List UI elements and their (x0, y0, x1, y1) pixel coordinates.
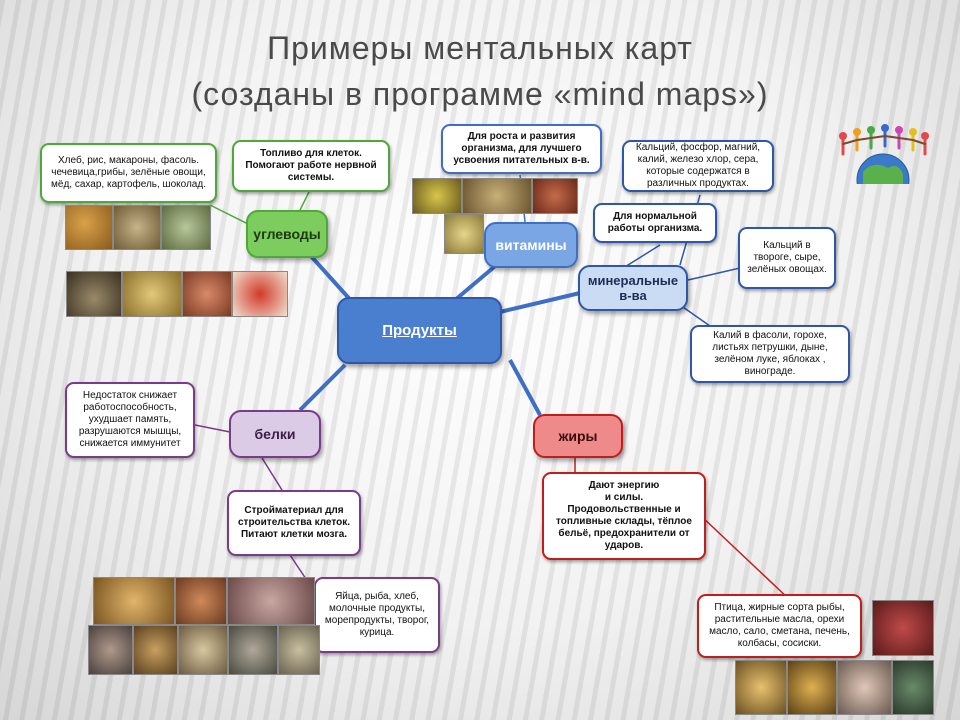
peas-photo (161, 205, 211, 250)
minerals-node[interactable]: минеральные в-ва (578, 265, 688, 311)
soup-photo (787, 660, 837, 715)
minerals-potassium-note: Калий в фасоли, горохе, листьях петрушки… (690, 325, 850, 383)
proteins-sources-note: Яйца, рыба, хлеб, молочные продукты, мор… (314, 577, 440, 653)
proteins-role-note: Стройматериал для строительства клеток. … (227, 490, 361, 556)
minerals-calcium-note: Кальций в твороге, сыре, зелёных овощах. (738, 227, 836, 289)
children-globe-logo (839, 124, 929, 184)
mushroom-photo (66, 271, 122, 317)
link-proteins-role (261, 457, 283, 491)
meat-photo (872, 600, 934, 656)
minerals-label: минеральные в-ва (587, 273, 679, 303)
plate-photo (278, 625, 320, 675)
center-node[interactable]: Продукты (337, 297, 502, 364)
fish-photo (175, 577, 227, 625)
dumpling-photo (178, 625, 228, 675)
link-fats-sources (699, 514, 791, 601)
title-line-1: Примеры ментальных карт (267, 30, 693, 66)
fats-label: жиры (558, 428, 598, 444)
onions-photo (444, 214, 484, 254)
apples-photo (532, 178, 578, 214)
minerals-list-note: Кальций, фосфор, магний, калий, железо х… (622, 140, 774, 192)
vitamins-role-note: Для роста и развития организма, для лучш… (441, 124, 602, 174)
carbs-node[interactable]: углеводы (246, 210, 328, 258)
link-proteins-deficit (194, 424, 231, 433)
fats-sources-note: Птица, жирные сорта рыбы, растительные м… (697, 594, 862, 658)
link-center-carbs (308, 253, 357, 307)
vitamins-label: витамины (495, 237, 567, 253)
link-center-fats (508, 359, 542, 416)
plate2-photo (892, 660, 934, 715)
link-center-minerals (499, 291, 581, 314)
link-minerals-calcium (687, 267, 741, 281)
link-center-proteins (298, 363, 347, 412)
title-line-2: (созданы в программе «mind maps») (191, 76, 769, 112)
carbs-role-note: Топливо для клеток. Помогают работе нерв… (232, 140, 390, 192)
beans-photo (113, 205, 161, 250)
sausages-photo (837, 660, 892, 715)
proteins-node[interactable]: белки (229, 410, 321, 458)
link-center-vitamins (453, 260, 502, 302)
pancakes-photo (93, 577, 175, 625)
link-carbs-role (299, 189, 311, 211)
proteins-deficit-note: Недостаток снижает работоспособность, ух… (65, 382, 195, 458)
shrimp-photo (88, 625, 133, 675)
potato-photo (122, 271, 182, 317)
red-potato-photo (182, 271, 232, 317)
minerals-role-note: Для нормальной работы организма. (593, 203, 717, 243)
potatoes-photo (462, 178, 532, 214)
pepper-photo (232, 271, 288, 317)
butter-photo (735, 660, 787, 715)
carbs-label: углеводы (253, 226, 321, 242)
vitamins-node[interactable]: витамины (484, 222, 578, 268)
center-label: Продукты (382, 322, 457, 339)
cookies-photo (133, 625, 178, 675)
carbs-examples-note: Хлеб, рис, макароны, фасоль. чечевица,гр… (40, 143, 217, 203)
fish2-photo (228, 625, 278, 675)
bread-photo (65, 205, 113, 250)
proteins-label: белки (254, 426, 296, 442)
chicken-photo (227, 577, 315, 625)
banana-photo (412, 178, 462, 214)
fats-node[interactable]: жиры (533, 414, 623, 458)
fats-role-note: Дают энергию и силы. Продовольственные и… (542, 472, 706, 560)
